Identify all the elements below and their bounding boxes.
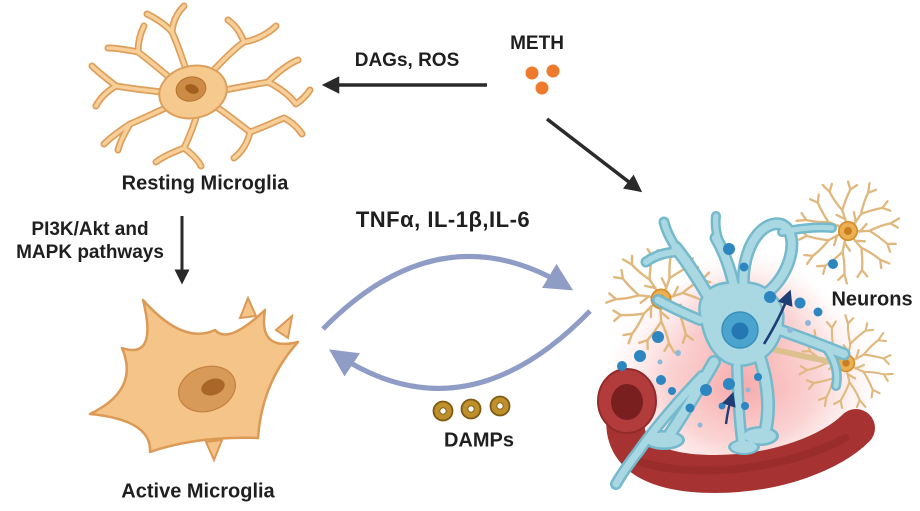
cycle-arrow-top xyxy=(321,253,574,331)
active-microglia-illustration xyxy=(88,295,300,463)
meth-particles-icon xyxy=(525,64,560,95)
neurons-illustration xyxy=(597,164,911,494)
arrow-meth-to-neurons xyxy=(545,117,643,193)
blood-vessel-illustration xyxy=(597,368,875,494)
neurotransmitter-dots xyxy=(617,243,838,413)
damps-label: DAMPs xyxy=(443,429,515,452)
neurotransmitter-dots-small xyxy=(657,320,811,428)
pathways-label: PI3K/Akt and MAPK pathways xyxy=(16,218,164,264)
dags-ros-label: DAGs, ROS xyxy=(354,50,460,71)
cytokines-label: TNFα, IL-1β,IL-6 xyxy=(355,207,531,232)
damps-particles-icon xyxy=(432,395,511,422)
active-microglia-label: Active Microglia xyxy=(121,480,275,503)
resting-microglia-illustration xyxy=(88,2,314,170)
release-arrows xyxy=(721,289,793,425)
meth-label: METH xyxy=(510,33,564,54)
pathways-line2: MAPK pathways xyxy=(16,242,164,263)
cycle-arrow-bottom xyxy=(329,309,592,391)
neurons-label: Neurons xyxy=(831,288,913,311)
resting-microglia-label: Resting Microglia xyxy=(121,172,289,195)
pathways-line1: PI3K/Akt and xyxy=(31,219,149,240)
